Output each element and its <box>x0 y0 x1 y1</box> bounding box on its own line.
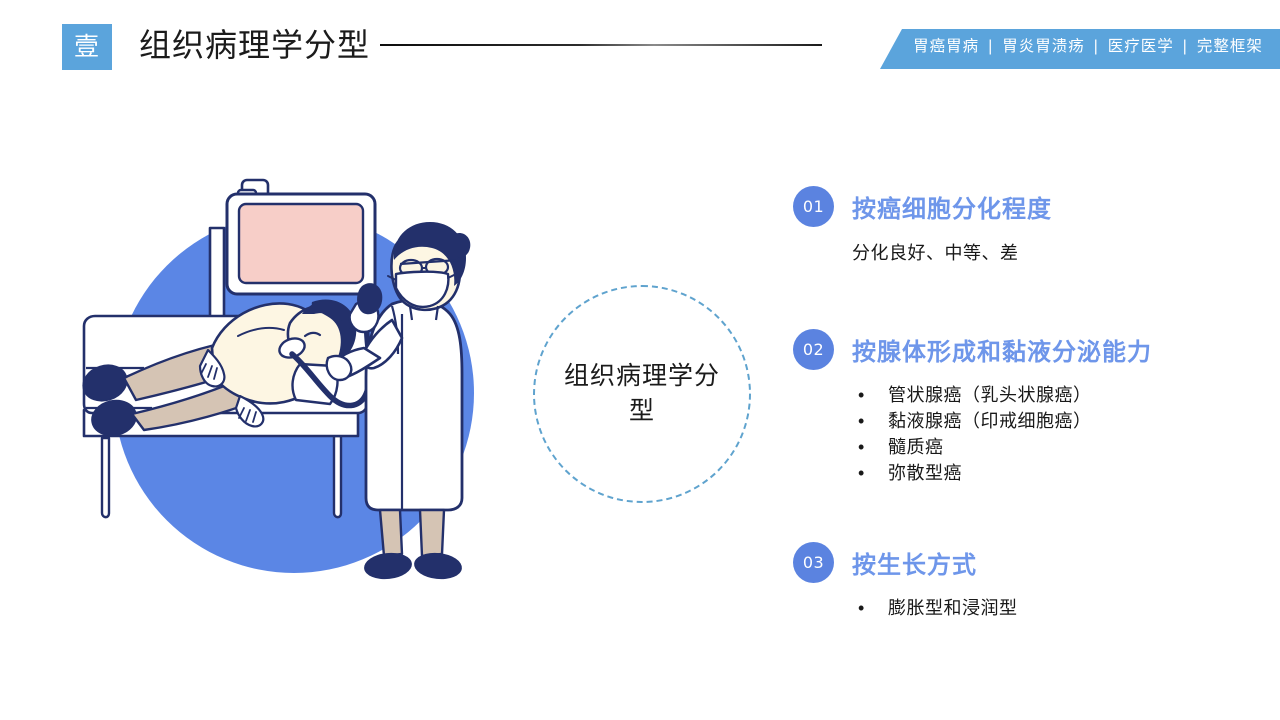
list-item-label: 髓质癌 <box>888 437 944 457</box>
section-03-title: 按生长方式 <box>852 552 977 579</box>
bullet-icon: • <box>858 385 865 405</box>
page-title: 组织病理学分型 <box>139 27 371 63</box>
center-topic-circle: 组织病理学分型 <box>533 285 751 503</box>
ribbon-separator-1: | <box>1093 38 1099 55</box>
section-01-body: 分化良好、中等、差 <box>852 239 1253 267</box>
list-item-label: 黏液腺癌（印戒细胞癌） <box>888 411 1092 431</box>
center-topic-label: 组织病理学分型 <box>563 362 720 425</box>
section-02-head: 02 按腺体形成和黏液分泌能力 <box>793 329 1253 370</box>
title-divider-rule <box>380 44 822 46</box>
topic-ribbon-text: 胃癌胃病 | 胃炎胃溃疡 | 医疗医学 | 完整框架 <box>910 29 1266 60</box>
bullet-icon: • <box>858 463 865 483</box>
list-item: • 管状腺癌（乳头状腺癌） <box>852 382 1253 408</box>
section-01-text: 分化良好、中等、差 <box>852 243 1019 263</box>
section-02-title: 按腺体形成和黏液分泌能力 <box>852 339 1152 366</box>
section-01-head: 01 按癌细胞分化程度 <box>793 186 1253 227</box>
bullet-icon: • <box>858 437 865 457</box>
list-item-label: 膨胀型和浸润型 <box>888 598 1018 618</box>
ribbon-item-3: 完整框架 <box>1196 38 1263 55</box>
section-03-number-badge: 03 <box>793 542 834 583</box>
chapter-number-badge: 壹 <box>62 24 112 70</box>
page-header: 壹 组织病理学分型 胃癌胃病 | 胃炎胃溃疡 | 医疗医学 | 完整框架 <box>0 0 1280 90</box>
classification-list: 01 按癌细胞分化程度 分化良好、中等、差 02 按腺体形成和黏液分泌能力 • … <box>793 186 1253 621</box>
section-01-title: 按癌细胞分化程度 <box>852 196 1052 223</box>
section-02-number-badge: 02 <box>793 329 834 370</box>
section-01-number-badge: 01 <box>793 186 834 227</box>
topic-ribbon: 胃癌胃病 | 胃炎胃溃疡 | 医疗医学 | 完整框架 <box>880 29 1280 69</box>
list-item: • 黏液腺癌（印戒细胞癌） <box>852 408 1253 434</box>
list-item-label: 弥散型癌 <box>888 463 962 483</box>
ribbon-separator-0: | <box>988 38 994 55</box>
section-02-body: • 管状腺癌（乳头状腺癌） • 黏液腺癌（印戒细胞癌） • 髓质癌 • 弥散型癌 <box>852 382 1253 486</box>
bullet-icon: • <box>858 598 865 618</box>
section-02: 02 按腺体形成和黏液分泌能力 • 管状腺癌（乳头状腺癌） • 黏液腺癌（印戒细… <box>793 329 1253 486</box>
ribbon-item-2: 医疗医学 <box>1107 38 1174 55</box>
bullet-icon: • <box>858 411 865 431</box>
section-03: 03 按生长方式 • 膨胀型和浸润型 <box>793 542 1253 621</box>
section-01: 01 按癌细胞分化程度 分化良好、中等、差 <box>793 186 1253 267</box>
section-03-head: 03 按生长方式 <box>793 542 1253 583</box>
ribbon-separator-2: | <box>1182 38 1188 55</box>
list-item: • 膨胀型和浸润型 <box>852 595 1253 621</box>
section-03-body: • 膨胀型和浸润型 <box>852 595 1253 621</box>
list-item: • 弥散型癌 <box>852 460 1253 486</box>
list-item-label: 管状腺癌（乳头状腺癌） <box>888 385 1092 405</box>
ribbon-item-0: 胃癌胃病 <box>913 38 980 55</box>
endoscopy-illustration <box>62 168 514 602</box>
ribbon-item-1: 胃炎胃溃疡 <box>1002 38 1085 55</box>
list-item: • 髓质癌 <box>852 434 1253 460</box>
